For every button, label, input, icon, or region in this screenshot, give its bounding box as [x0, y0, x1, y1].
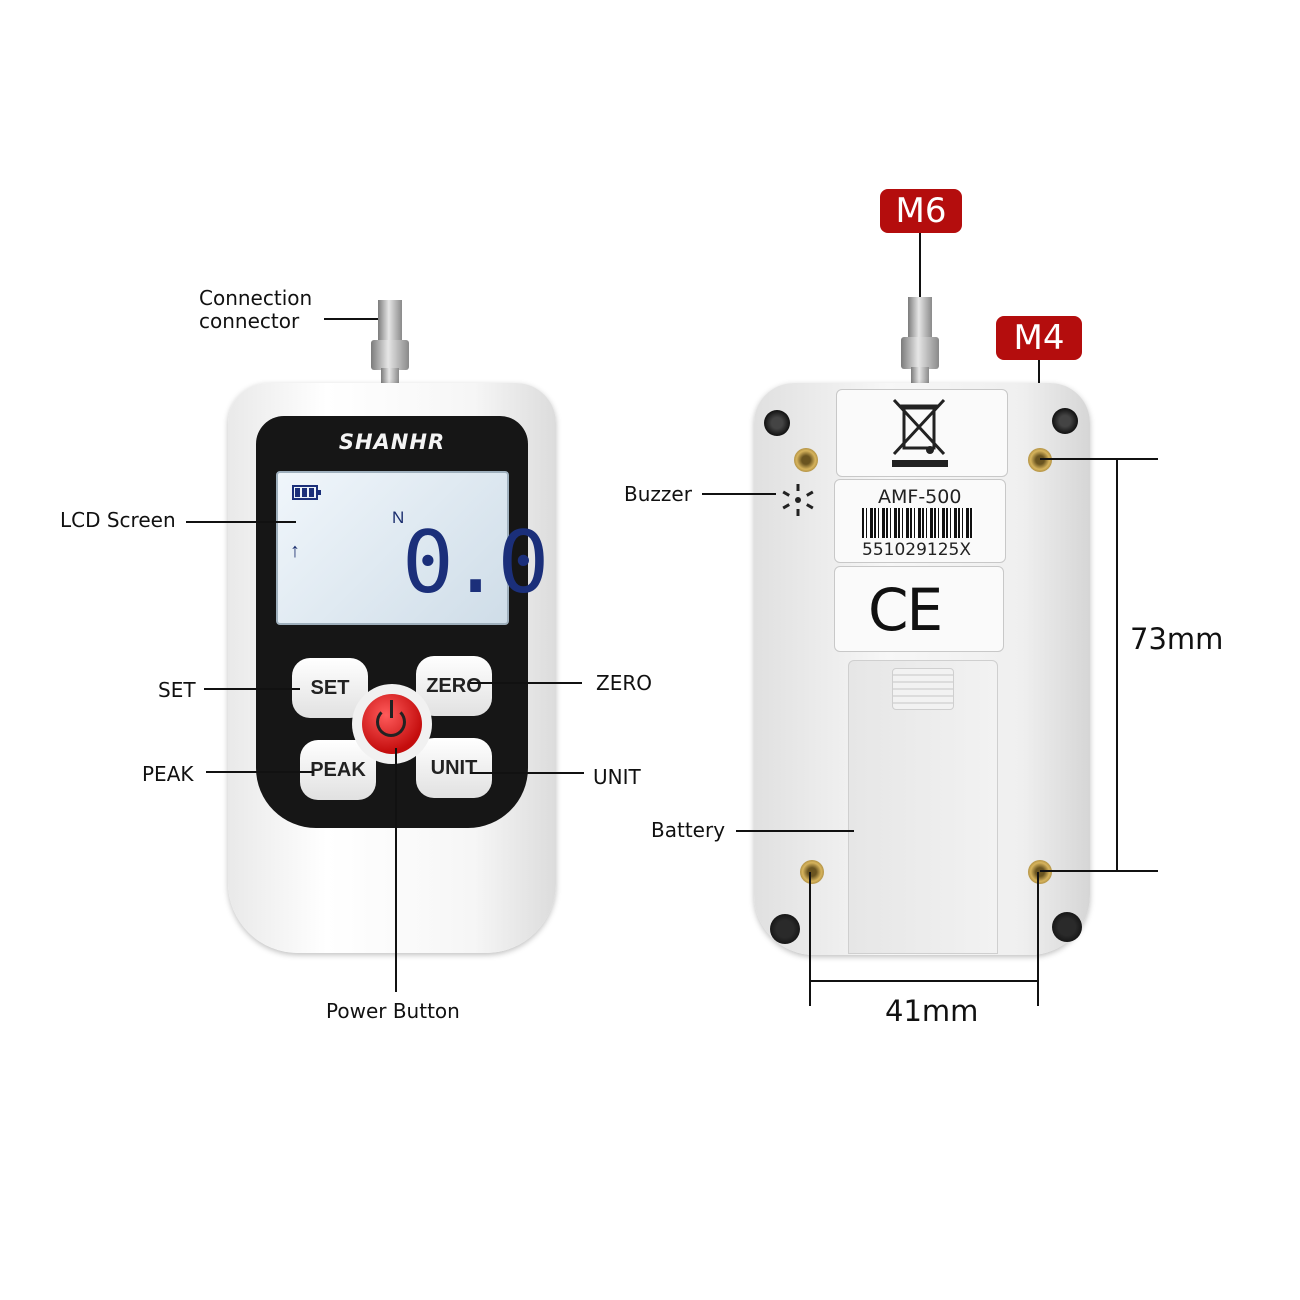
brand-logo: SHANHR	[338, 430, 446, 454]
leader-set	[204, 688, 300, 690]
callout-lcd-screen: LCD Screen	[60, 508, 176, 532]
connection-base	[381, 368, 399, 386]
connection-stud	[378, 300, 402, 342]
m6-collar	[901, 337, 939, 369]
dim-41-right-extension	[1037, 872, 1039, 1006]
ce-mark-icon: CE	[868, 576, 943, 644]
zero-button[interactable]: ZERO	[416, 656, 492, 716]
dim-73-line	[1116, 458, 1118, 872]
leader-m6	[919, 233, 921, 297]
power-icon-stem	[390, 700, 393, 718]
ce-label	[834, 566, 1004, 652]
hole-bottom-right	[1052, 912, 1082, 942]
lcd-unit: N	[392, 508, 405, 527]
dim-73-bottom-extension	[1040, 870, 1158, 872]
leader-lcd	[186, 521, 296, 523]
hole-bottom-left	[770, 914, 800, 944]
callout-power-button: Power Button	[326, 999, 460, 1023]
callout-battery: Battery	[651, 818, 726, 842]
dim-41-line	[809, 980, 1039, 982]
m4-insert-bottom-left	[800, 860, 824, 884]
callout-set: SET	[158, 678, 196, 702]
dim-73-top-extension	[1040, 458, 1158, 460]
callout-zero: ZERO	[596, 671, 652, 695]
m4-insert-top-right	[1028, 448, 1052, 472]
callout-buzzer: Buzzer	[624, 482, 692, 506]
screw-top-left	[764, 410, 790, 436]
callout-unit: UNIT	[593, 765, 641, 789]
model-number: AMF-500	[878, 486, 962, 508]
weee-bin-icon	[892, 398, 948, 467]
callout-connection-connector: Connection connector	[199, 286, 313, 333]
power-icon	[376, 707, 406, 737]
leader-battery	[736, 830, 854, 832]
unit-button[interactable]: UNIT	[416, 738, 492, 798]
lcd-direction-arrow: ↑	[290, 540, 300, 562]
leader-zero	[470, 682, 582, 684]
buzzer-icon	[782, 484, 814, 516]
m6-stud	[908, 297, 932, 339]
m4-insert-top-left	[794, 448, 818, 472]
leader-power	[395, 748, 397, 992]
battery-level-icon	[292, 485, 321, 500]
screw-top-right	[1052, 408, 1078, 434]
connection-collar	[371, 340, 409, 370]
dim-41-left-extension	[809, 872, 811, 1006]
m4-insert-bottom-right	[1028, 860, 1052, 884]
callout-peak: PEAK	[142, 762, 194, 786]
barcode	[862, 508, 974, 538]
m6-tag: M6	[880, 189, 962, 233]
lcd-screen	[276, 471, 509, 625]
lcd-reading: 0.0	[402, 513, 549, 613]
leader-unit	[470, 772, 584, 774]
m6-base	[911, 367, 929, 387]
leader-peak	[206, 771, 314, 773]
leader-buzzer	[702, 493, 776, 495]
dimension-width: 41mm	[885, 994, 979, 1028]
battery-cover-grip	[892, 668, 954, 710]
serial-number: 551029125X	[862, 540, 971, 560]
m4-tag: M4	[996, 316, 1082, 360]
leader-connection	[324, 318, 378, 320]
dimension-height: 73mm	[1130, 622, 1224, 656]
